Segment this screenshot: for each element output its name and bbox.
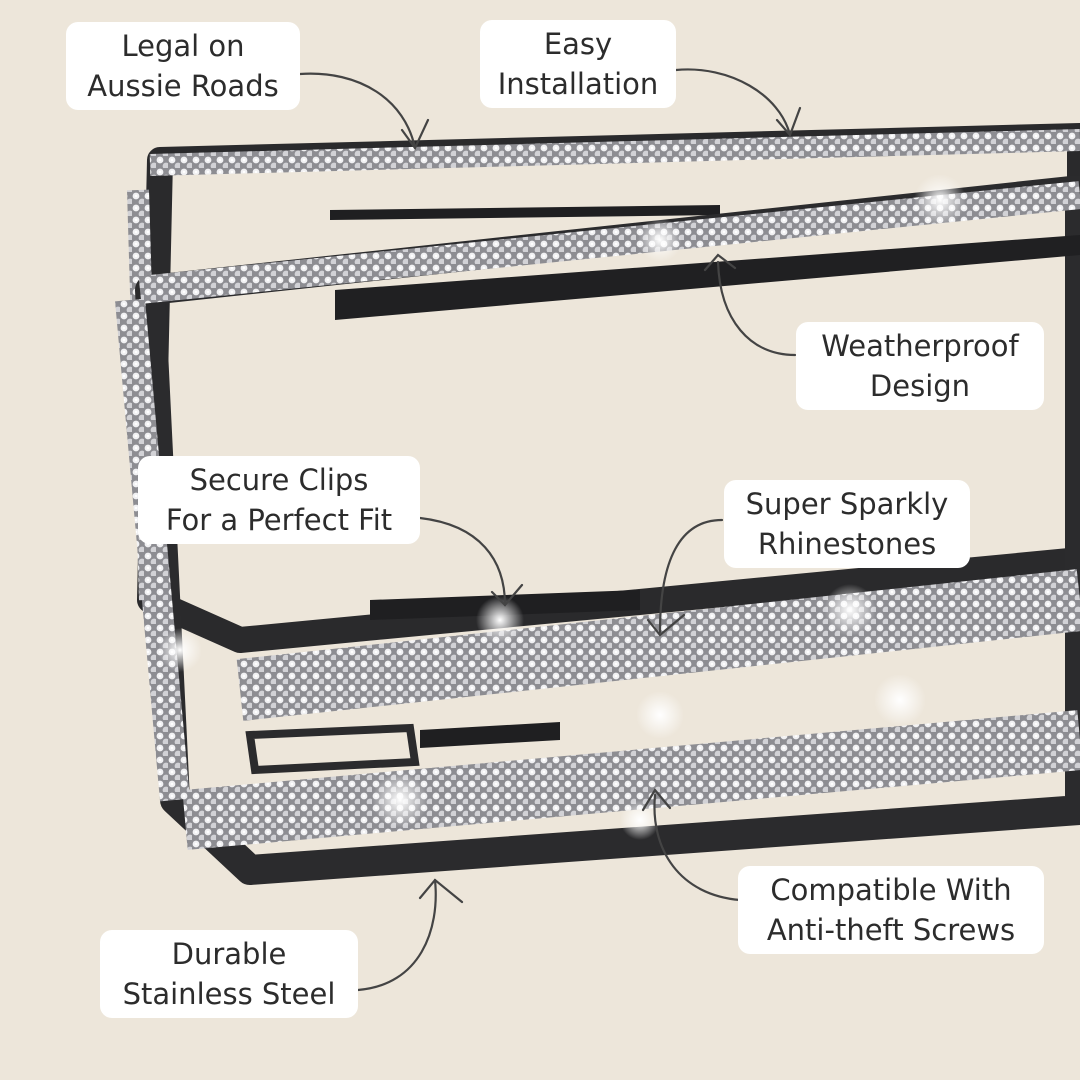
callout-secure-clips: Secure Clips For a Perfect Fit	[138, 456, 420, 544]
callout-weather-line2: Design	[869, 369, 971, 403]
arrow-steel-head	[418, 878, 464, 904]
callout-super-sparkly-rhinestones: Super Sparkly Rhinestones	[724, 480, 970, 568]
arrow-weather-head	[703, 253, 737, 272]
arrow-steel	[356, 878, 437, 992]
callout-weatherproof-design: Weatherproof Design	[796, 322, 1044, 410]
arrow-sparkly	[658, 518, 724, 634]
front-frame	[115, 175, 1080, 885]
callout-steel-line1: Durable	[171, 937, 287, 971]
callout-weather-line1: Weatherproof	[821, 329, 1019, 363]
callout-sparkly-line1: Super Sparkly	[745, 487, 949, 521]
arrow-weather	[716, 260, 797, 357]
arrow-clips-head	[490, 583, 524, 607]
arrow-sparkly-head	[646, 613, 686, 637]
arrow-screws	[653, 793, 742, 902]
callout-durable-stainless-steel: Durable Stainless Steel	[100, 930, 358, 1018]
callout-screws-line1: Compatible With	[770, 873, 1012, 907]
callout-steel-line2: Stainless Steel	[122, 977, 336, 1011]
arrow-screws-head	[641, 788, 672, 812]
callout-clips-line1: Secure Clips	[189, 463, 369, 497]
callout-legal-on-aussie-roads: Legal on Aussie Roads	[66, 22, 300, 110]
sparkles	[158, 174, 966, 840]
callout-easy-installation: Easy Installation	[480, 20, 676, 108]
arrow-install	[674, 68, 792, 137]
callout-screws-line2: Anti-theft Screws	[766, 913, 1016, 947]
callout-install-line2: Installation	[497, 67, 659, 101]
callout-install-line1: Easy	[543, 27, 613, 61]
arrow-install-head	[775, 106, 802, 138]
callout-clips-line2: For a Perfect Fit	[165, 503, 393, 537]
callout-legal-line2: Aussie Roads	[87, 69, 279, 103]
callout-compatible-anti-theft-screws: Compatible With Anti-theft Screws	[738, 866, 1044, 954]
callout-sparkly-line2: Rhinestones	[757, 527, 937, 561]
arrow-legal-head	[400, 118, 430, 151]
arrow-clips	[418, 516, 507, 607]
arrow-legal	[298, 72, 417, 150]
callout-legal-line1: Legal on	[121, 29, 245, 63]
